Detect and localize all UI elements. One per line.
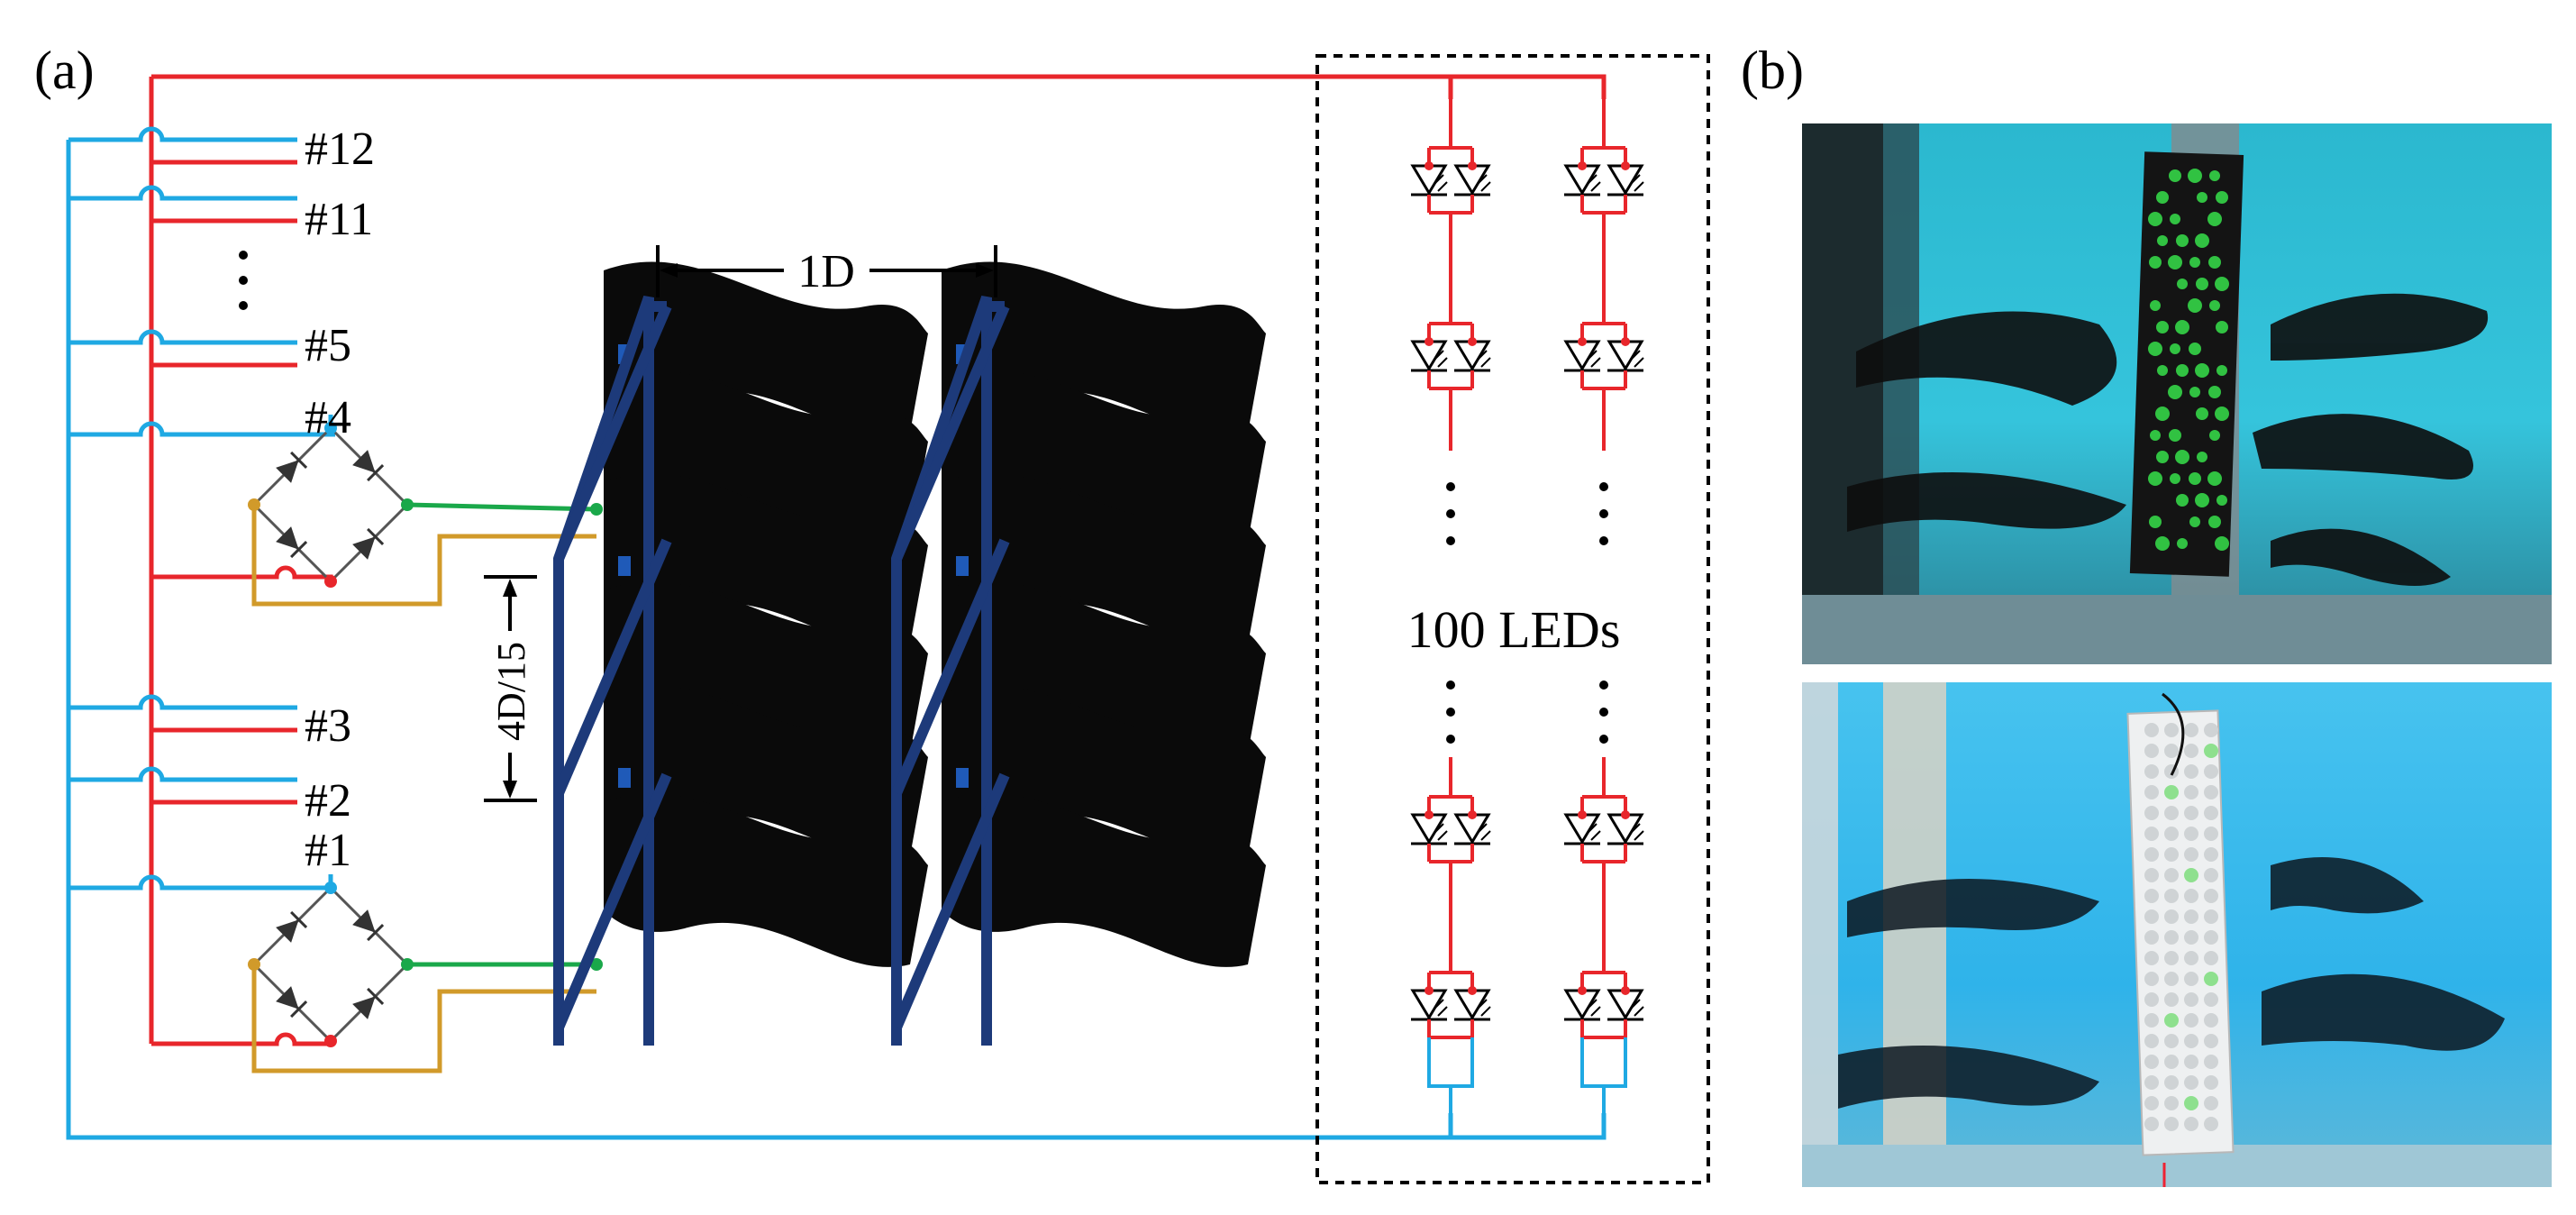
rectifier-bridges xyxy=(248,422,603,1047)
positive-wires xyxy=(149,74,1607,1046)
flag-sensor xyxy=(618,768,631,788)
ac-wires xyxy=(251,502,597,1073)
flag-column xyxy=(553,261,928,1046)
led-pair xyxy=(1563,971,1644,1039)
photo-bottom xyxy=(1802,682,2552,1187)
channel-ellipsis xyxy=(239,251,248,310)
led-count-label: 100 LEDs xyxy=(1407,600,1621,659)
led-pair xyxy=(1563,322,1644,390)
led-array xyxy=(1410,99,1644,1113)
rectifier-bridge xyxy=(248,882,414,1047)
channel-label: #3 xyxy=(305,700,351,752)
led-pair xyxy=(1410,322,1491,390)
channel-labels: #12 #11 #5 #4 #3 #2#1 xyxy=(305,123,375,876)
gap-dimension xyxy=(484,575,537,802)
support-rail xyxy=(553,296,654,1046)
panel-a-label: (a) xyxy=(34,41,95,100)
rectifier-bridge xyxy=(248,422,414,588)
support-rail xyxy=(891,296,992,1046)
flag-sensor xyxy=(618,556,631,576)
led-pair xyxy=(1563,146,1644,215)
negative-wires xyxy=(66,126,1607,1140)
channel-label: #2 xyxy=(305,775,351,827)
led-pair xyxy=(1563,795,1644,863)
spacing-dimension xyxy=(656,245,997,297)
positive-rail xyxy=(149,74,1607,1044)
led-pair xyxy=(1410,795,1491,863)
led-box xyxy=(1315,54,1710,1184)
negative-wire xyxy=(68,766,297,782)
spacing-label: 1D xyxy=(797,246,855,297)
flag xyxy=(604,793,928,967)
negative-rail xyxy=(66,140,1607,1140)
channel-label: #4 xyxy=(305,392,351,443)
led-pair xyxy=(1410,971,1491,1039)
flag xyxy=(942,793,1266,967)
flag-sensor xyxy=(956,556,969,576)
flag-array xyxy=(553,261,1266,1046)
panel-b-label: (b) xyxy=(1741,41,1804,100)
channel-label: #12 xyxy=(305,123,375,175)
negative-wire xyxy=(68,874,335,891)
negative-wire xyxy=(68,329,297,345)
negative-wire xyxy=(68,694,297,710)
gap-label: 4D/15 xyxy=(489,642,533,741)
photo-top xyxy=(1802,123,2552,664)
negative-wire xyxy=(68,185,297,201)
negative-wire xyxy=(68,126,297,142)
channel-label: #11 xyxy=(305,194,373,245)
channel-label: #1 xyxy=(305,825,351,876)
flag-column xyxy=(891,261,1266,1046)
flag-sensor xyxy=(956,768,969,788)
channel-label: #5 xyxy=(305,320,351,371)
negative-wire xyxy=(68,421,335,437)
led-pair xyxy=(1410,146,1491,215)
